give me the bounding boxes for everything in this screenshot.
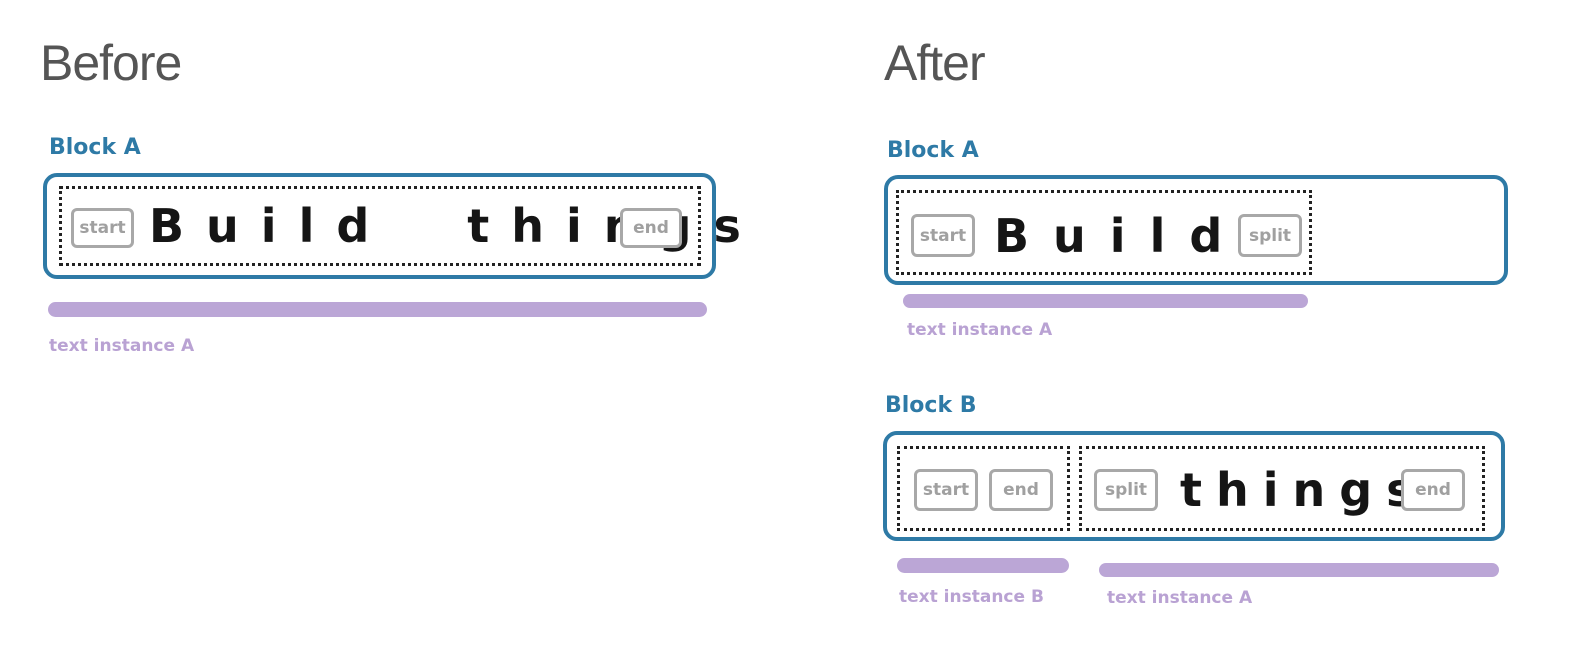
after-heading: After (884, 35, 986, 91)
after-text-instance-b-outline: start end (897, 446, 1070, 531)
after-block-b-text: things (1180, 463, 1428, 517)
after-block-b: start end split things end (883, 431, 1505, 541)
before-block-a-label: Block A (49, 135, 141, 160)
after-block-b-label: Block B (885, 393, 977, 418)
after-b-end-marker: end (989, 469, 1053, 511)
after-b-end2-marker: end (1401, 469, 1465, 511)
after-block-a-label: Block A (887, 138, 979, 163)
after-b-text-instance-b-bar (897, 558, 1069, 573)
after-b-start-marker: start (914, 469, 978, 511)
after-b-text-instance-b-label: text instance B (899, 587, 1044, 607)
after-a-text-instance-a-bar (903, 294, 1308, 308)
after-a-start-marker: start (911, 214, 975, 257)
before-start-marker: start (71, 208, 134, 248)
after-b-split-marker: split (1094, 469, 1158, 511)
after-text-instance-a-outline: start Build split (896, 190, 1312, 275)
before-heading: Before (40, 35, 182, 91)
before-end-marker: end (620, 208, 682, 248)
after-a-text-instance-a-label: text instance A (907, 320, 1053, 340)
after-a-split-marker: split (1238, 214, 1302, 257)
after-b-text-instance-a-label: text instance A (1107, 588, 1253, 608)
after-block-a-text: Build (994, 209, 1247, 263)
after-block-a: start Build split (884, 175, 1508, 285)
before-text-instance-a-label: text instance A (49, 336, 195, 356)
after-b-text-instance-a-outline: split things end (1079, 446, 1485, 531)
after-b-text-instance-a-bar (1099, 563, 1499, 577)
before-block-a: start Build things end (43, 173, 741, 279)
before-block-text: Build things (149, 199, 763, 253)
before-text-instance-a-bar (48, 302, 707, 317)
before-text-instance-a-outline: start Build things end (59, 186, 741, 266)
